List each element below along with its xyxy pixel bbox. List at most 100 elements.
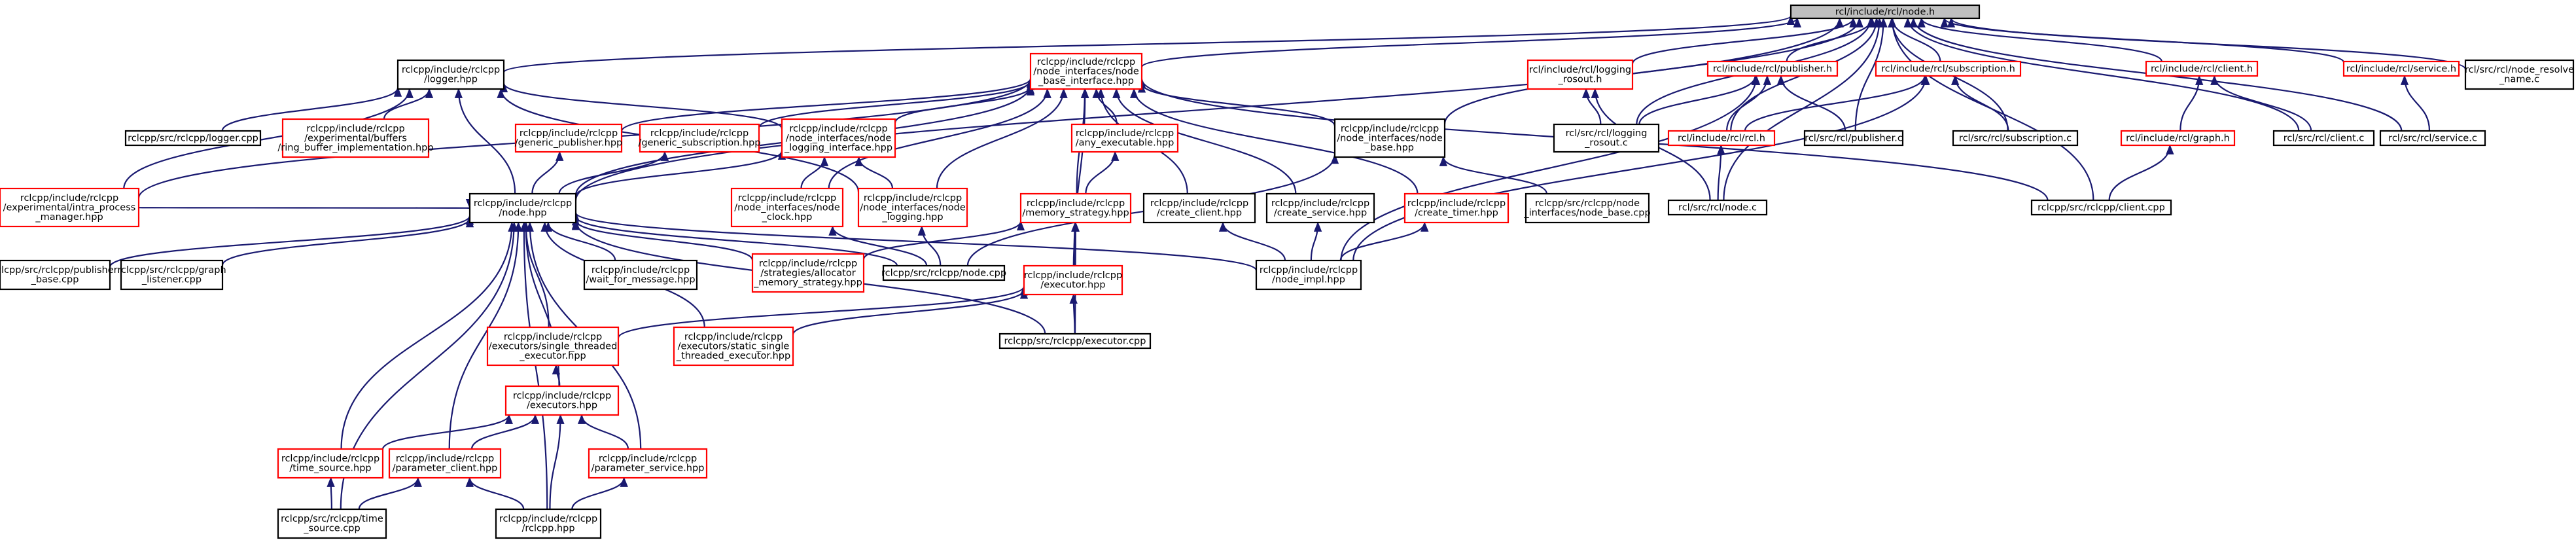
node-label-line: /executors.hpp bbox=[527, 401, 597, 411]
graph-node-static-single-threaded-executor[interactable]: rclcpp/include/rclcpp/executors/static_s… bbox=[673, 326, 794, 367]
node-box bbox=[1667, 130, 1776, 147]
graph-node-node-h[interactable]: rcl/include/rcl/node.h bbox=[1790, 4, 1981, 20]
node-box bbox=[0, 187, 140, 228]
graph-node-wait-for-message[interactable]: rclcpp/include/rclcpp/wait_for_message.h… bbox=[583, 259, 698, 291]
node-label-line: /rclcpp.hpp bbox=[521, 524, 574, 534]
node-label-line: rcl/src/rcl/logging bbox=[1566, 128, 1648, 139]
graph-node-client-h[interactable]: rcl/include/rcl/client.h bbox=[2145, 60, 2259, 77]
node-box bbox=[2464, 59, 2575, 90]
node-label-line: /parameter_client.hpp bbox=[393, 463, 498, 474]
node-box bbox=[1255, 259, 1362, 291]
node-label-line: rclcpp/include/rclcpp bbox=[759, 259, 857, 269]
graph-node-create-client[interactable]: rclcpp/include/rclcpp/create_client.hpp bbox=[1142, 192, 1256, 224]
graph-node-ring-buffer[interactable]: rclcpp/include/rclcpp/experimental/buffe… bbox=[277, 118, 434, 158]
graph-node-allocator-memory-strategy[interactable]: rclcpp/include/rclcpp/strategies/allocat… bbox=[751, 253, 865, 293]
graph-node-time-source-cpp[interactable]: rclcpp/src/rclcpp/time_source.cpp bbox=[277, 508, 387, 539]
node-box bbox=[281, 118, 430, 158]
graph-node-publisher-c[interactable]: rcl/src/rcl/publisher.c bbox=[1803, 130, 1904, 147]
graph-node-node-base-interface[interactable]: rclcpp/include/rclcpp/node_interfaces/no… bbox=[1029, 52, 1143, 90]
node-label-line: rclcpp/src/rclcpp/time bbox=[281, 514, 383, 524]
edge-rclcpp_hpp-to-executors_hpp bbox=[549, 414, 565, 510]
graph-node-rclcpp-hpp[interactable]: rclcpp/include/rclcpp/rclcpp.hpp bbox=[495, 508, 602, 539]
graph-node-graph-h[interactable]: rcl/include/rcl/graph.h bbox=[2120, 130, 2236, 147]
graph-node-rcl-h[interactable]: rcl/include/rcl/rcl.h bbox=[1667, 130, 1776, 147]
graph-node-executor-hpp[interactable]: rclcpp/include/rclcpp/executor.hpp bbox=[1023, 264, 1123, 296]
graph-node-executors-hpp[interactable]: rclcpp/include/rclcpp/executors.hpp bbox=[504, 385, 620, 416]
graph-node-logging-rosout-h[interactable]: rcl/include/rcl/logging_rosout.h bbox=[1526, 59, 1634, 90]
node-box bbox=[857, 187, 968, 228]
graph-node-single-threaded-executor[interactable]: rclcpp/include/rclcpp/executors/single_t… bbox=[486, 326, 620, 367]
node-box bbox=[673, 326, 794, 367]
graph-node-memory-strategy[interactable]: rclcpp/include/rclcpp/memory_strategy.hp… bbox=[1019, 192, 1132, 224]
node-label-line: rcl/include/rcl/subscription.h bbox=[1881, 63, 2015, 74]
edge-time_source_cpp-to-time_source_hpp bbox=[326, 477, 335, 510]
node-label-line: rclcpp/include/rclcpp bbox=[20, 193, 118, 204]
graph-node-publisher-base-cpp[interactable]: rclcpp/src/rclcpp/publisher_base.cpp bbox=[0, 259, 118, 291]
edge-node_base_hpp-to-node_base_interface bbox=[1137, 82, 1336, 126]
edge-time_source_hpp-to-node_hpp bbox=[340, 221, 516, 450]
node-box bbox=[277, 508, 387, 539]
edge-create_timer-to-node_base_interface bbox=[1130, 88, 1419, 194]
node-label-line: rclcpp/src/rclcpp/node bbox=[1535, 198, 1640, 209]
graph-node-executor-cpp[interactable]: rclcpp/src/rclcpp/executor.cpp bbox=[998, 333, 1152, 350]
node-label-line: rclcpp/include/rclcpp bbox=[1037, 57, 1135, 67]
graph-node-subscription-h[interactable]: rcl/include/rcl/subscription.h bbox=[1875, 60, 2022, 77]
graph-node-node-clock[interactable]: rclcpp/include/rclcpp/node_interfaces/no… bbox=[730, 187, 844, 228]
graph-node-graph-listener-cpp[interactable]: rclcpp/src/rclcpp/graph_listener.cpp bbox=[117, 259, 226, 291]
edge-create_service-to-node_base_interface bbox=[1112, 88, 1297, 194]
edge-graph_h-to-client_h bbox=[2179, 75, 2204, 132]
graph-node-create-service[interactable]: rclcpp/include/rclcpp/create_service.hpp bbox=[1265, 192, 1375, 224]
graph-node-node-base-hpp[interactable]: rclcpp/include/rclcpp/node_interfaces/no… bbox=[1333, 118, 1446, 158]
node-label-line: rclcpp/include/rclcpp bbox=[1341, 124, 1439, 134]
node-label-line: /node_interfaces/node bbox=[1033, 66, 1139, 77]
graph-node-logger-cpp[interactable]: rclcpp/src/rclcpp/logger.cpp bbox=[124, 130, 262, 147]
node-label-line: rcl/src/rcl/publisher.c bbox=[1805, 133, 1903, 143]
node-label-line: /node_interfaces/node bbox=[1337, 133, 1443, 143]
graph-node-any-executable[interactable]: rclcpp/include/rclcpp/any_executable.hpp bbox=[1070, 123, 1179, 153]
graph-node-generic-publisher[interactable]: rclcpp/include/rclcpp/generic_publisher.… bbox=[515, 123, 623, 153]
edge-node_cpp-to-node_hpp bbox=[572, 215, 898, 266]
node-box bbox=[1019, 192, 1132, 224]
edge-node_clock-to-node_logging_interface bbox=[800, 156, 829, 189]
node-label-line: rclcpp/include/rclcpp bbox=[281, 454, 379, 464]
node-label-line: rclcpp/src/rclcpp/logger.cpp bbox=[128, 133, 258, 143]
graph-node-intra-process-manager[interactable]: rclcpp/include/rclcpp/experimental/intra… bbox=[0, 187, 140, 228]
graph-node-node-logging-interface[interactable]: rclcpp/include/rclcpp/node_interfaces/no… bbox=[781, 118, 896, 158]
graph-node-publisher-h[interactable]: rcl/include/rcl/publisher.h bbox=[1706, 60, 1839, 77]
graph-node-node-cpp[interactable]: rclcpp/src/rclcpp/node.cpp bbox=[881, 264, 1006, 281]
graph-node-node-impl[interactable]: rclcpp/include/rclcpp/node_impl.hpp bbox=[1255, 259, 1362, 291]
graph-node-generic-subscription[interactable]: rclcpp/include/rclcpp/generic_subscripti… bbox=[639, 123, 761, 153]
node-label-line: rclcpp/src/rclcpp/node.cpp bbox=[881, 268, 1006, 278]
graph-node-subscription-c[interactable]: rcl/src/rcl/subscription.c bbox=[1952, 130, 2079, 147]
graph-node-client-cpp[interactable]: rclcpp/src/rclcpp/client.cpp bbox=[2030, 199, 2172, 216]
edge-node_hpp-to-generic_publisher bbox=[531, 151, 564, 194]
node-label-line: _name.c bbox=[2499, 75, 2539, 85]
node-label-line: /time_source.hpp bbox=[289, 463, 371, 474]
graph-node-node-logging[interactable]: rclcpp/include/rclcpp/node_interfaces/no… bbox=[857, 187, 968, 228]
node-label-line: rcl/src/rcl/node_resolve bbox=[2465, 65, 2574, 75]
node-label-line: /generic_subscription.hpp bbox=[639, 138, 761, 149]
graph-node-node-base-cpp[interactable]: rclcpp/src/rclcpp/node_interfaces/node_b… bbox=[1523, 192, 1651, 224]
graph-node-logger-hpp[interactable]: rclcpp/include/rclcpp/logger.hpp bbox=[397, 59, 505, 90]
graph-node-service-h[interactable]: rcl/include/rcl/service.h bbox=[2342, 60, 2460, 77]
graph-node-parameter-service[interactable]: rclcpp/include/rclcpp/parameter_service.… bbox=[588, 448, 708, 479]
graph-node-node-resolve-name-c[interactable]: rcl/src/rcl/node_resolve_name.c bbox=[2464, 59, 2575, 90]
node-label-line: _listener.cpp bbox=[141, 275, 202, 285]
node-label-line: /memory_strategy.hpp bbox=[1022, 208, 1129, 219]
node-label-line: rclcpp/include/rclcpp bbox=[1076, 128, 1174, 139]
graph-node-client-c[interactable]: rcl/src/rcl/client.c bbox=[2272, 130, 2375, 147]
edge-publisher_c-to-publisher_h bbox=[1776, 75, 1846, 132]
graph-node-time-source-hpp[interactable]: rclcpp/include/rclcpp/time_source.hpp bbox=[277, 448, 384, 479]
edge-node_logging-to-node_base_interface bbox=[936, 88, 1068, 189]
graph-node-node-hpp[interactable]: rclcpp/include/rclcpp/node.hpp bbox=[468, 192, 577, 224]
graph-node-logging-rosout-c[interactable]: rcl/src/rcl/logging_rosout.c bbox=[1553, 123, 1660, 153]
graph-node-node-c[interactable]: rcl/src/rcl/node.c bbox=[1667, 199, 1768, 216]
graph-node-create-timer[interactable]: rclcpp/include/rclcpp/create_timer.hpp bbox=[1403, 192, 1509, 224]
edge-generic_subscription-to-node_base_interface bbox=[758, 80, 1034, 128]
node-box bbox=[2030, 199, 2172, 216]
graph-node-parameter-client[interactable]: rclcpp/include/rclcpp/parameter_client.h… bbox=[388, 448, 502, 479]
edge-node_logging_interface-to-node_base_interface bbox=[894, 85, 1035, 124]
graph-node-service-c[interactable]: rcl/src/rcl/service.c bbox=[2379, 130, 2486, 147]
node-box bbox=[486, 326, 620, 367]
